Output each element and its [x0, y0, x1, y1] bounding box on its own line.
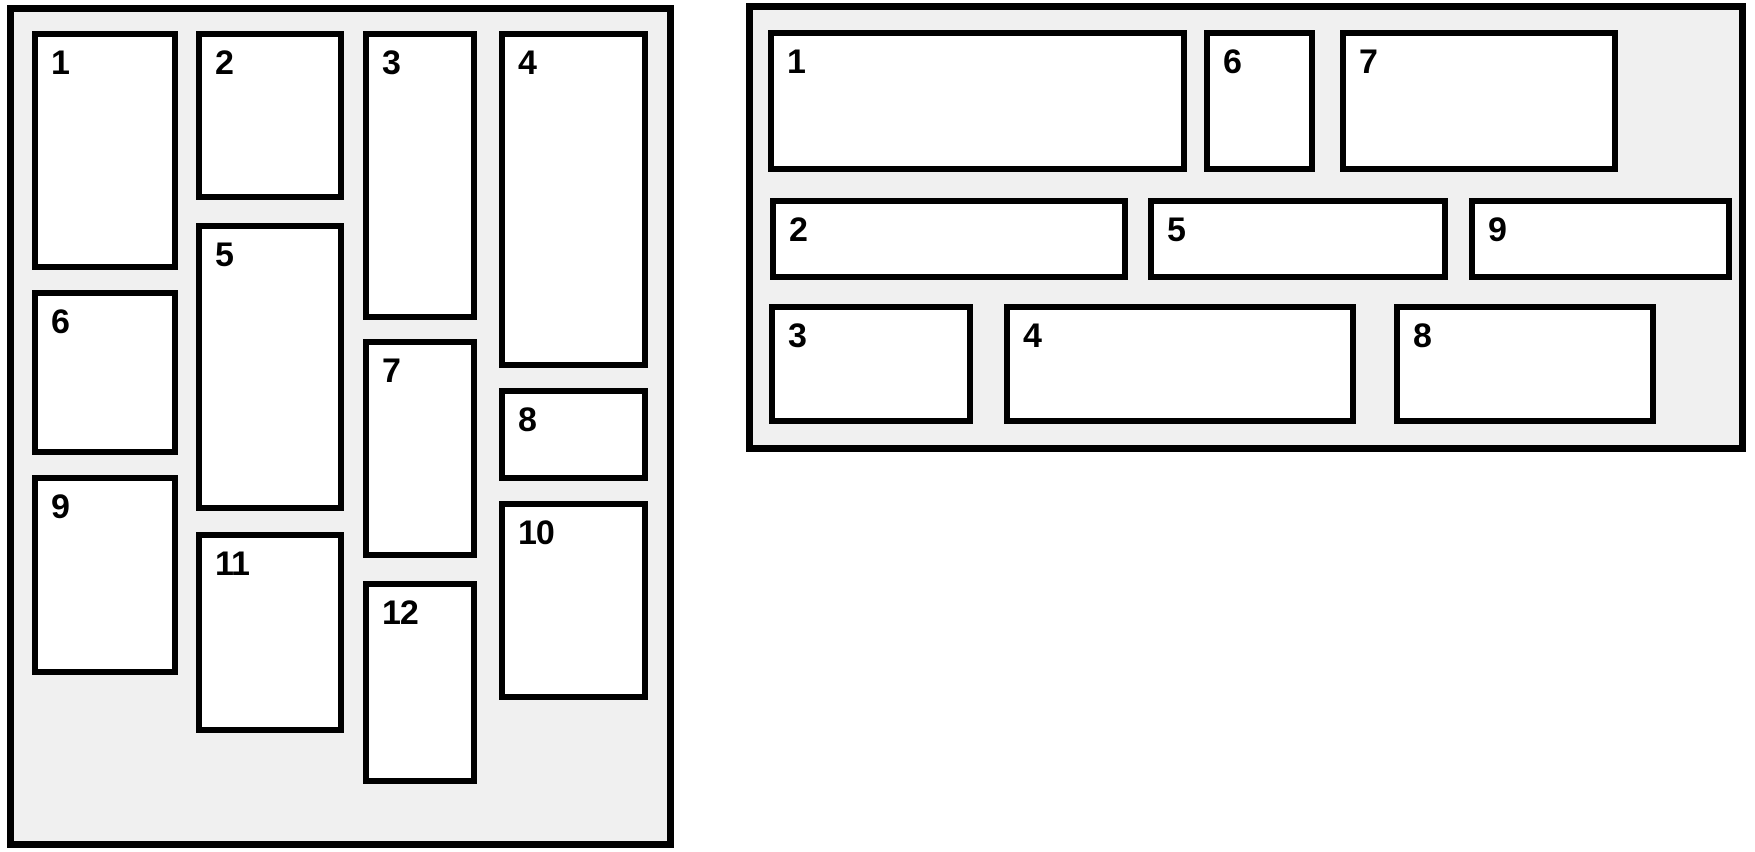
item-number-label: 8	[518, 401, 537, 439]
masonry-item-7: 7	[363, 339, 477, 558]
masonry-item-10: 10	[499, 501, 648, 700]
item-number-label: 3	[382, 44, 401, 82]
item-number-label: 11	[215, 545, 250, 583]
masonry-item-2: 2	[196, 31, 344, 200]
masonry-item-12: 12	[363, 581, 477, 784]
masonry-item-6: 6	[32, 290, 178, 455]
item-number-label: 9	[51, 488, 70, 526]
item-number-label: 4	[1023, 317, 1042, 355]
masonry-item-9: 9	[32, 475, 178, 675]
item-number-label: 5	[1167, 211, 1186, 249]
masonry-item-1: 1	[32, 31, 178, 270]
item-number-label: 7	[382, 352, 401, 390]
masonry-item-8: 8	[1394, 304, 1656, 424]
item-number-label: 4	[518, 44, 537, 82]
item-number-label: 9	[1488, 211, 1507, 249]
item-number-label: 5	[215, 236, 234, 274]
item-number-label: 6	[51, 303, 70, 341]
item-number-label: 6	[1223, 43, 1242, 81]
masonry-item-3: 3	[363, 31, 477, 320]
horizontal-masonry-panel: 1 2 3 4 5 6 7 8 9	[746, 3, 1746, 452]
masonry-item-2: 2	[770, 198, 1128, 280]
item-number-label: 2	[215, 44, 234, 82]
item-number-label: 8	[1413, 317, 1432, 355]
item-number-label: 1	[787, 43, 806, 81]
item-number-label: 3	[788, 317, 807, 355]
item-number-label: 1	[51, 44, 70, 82]
item-number-label: 2	[789, 211, 808, 249]
masonry-item-6: 6	[1204, 30, 1315, 172]
masonry-item-3: 3	[769, 304, 973, 424]
masonry-item-4: 4	[499, 31, 648, 368]
item-number-label: 10	[518, 514, 555, 552]
masonry-item-8: 8	[499, 388, 648, 481]
item-number-label: 12	[382, 594, 419, 632]
masonry-item-7: 7	[1340, 30, 1618, 172]
masonry-item-5: 5	[1148, 198, 1448, 280]
masonry-item-5: 5	[196, 223, 344, 511]
masonry-item-4: 4	[1004, 304, 1356, 424]
masonry-item-1: 1	[768, 30, 1187, 172]
masonry-item-9: 9	[1469, 198, 1732, 280]
masonry-item-11: 11	[196, 532, 344, 733]
item-number-label: 7	[1359, 43, 1378, 81]
